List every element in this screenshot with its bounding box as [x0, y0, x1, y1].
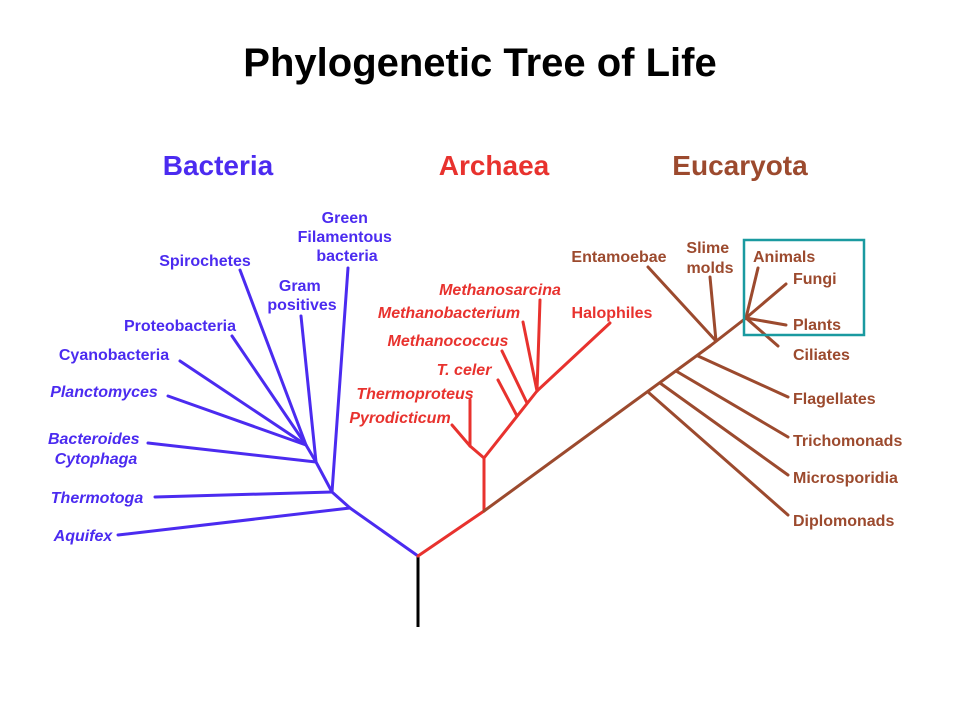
branch-bacteroides	[146, 441, 318, 464]
branch-halophiles	[535, 321, 612, 393]
label-pyrodicticum: Pyrodicticum	[349, 410, 450, 427]
label-plants: Plants	[793, 317, 841, 334]
branch-flagellates	[696, 354, 790, 399]
branch-plants	[744, 316, 788, 327]
label-methanococcus: Methanococcus	[388, 333, 509, 350]
label-green-filamentous-bacteria: Green Filamentous bacteria	[298, 210, 397, 265]
branch-diplomonads	[646, 390, 790, 517]
label-halophiles: Halophiles	[572, 305, 653, 322]
label-t-celer: T. celer	[437, 362, 493, 379]
label-spirochetes: Spirochetes	[159, 253, 251, 270]
label-microsporidia: Microsporidia	[793, 470, 898, 487]
branch-methanosarcina	[535, 298, 542, 393]
label-thermotoga: Thermotoga	[51, 490, 144, 507]
domain-heading-archaea: Archaea	[439, 150, 550, 181]
branch-aquifex	[116, 506, 352, 537]
label-entamoebae: Entamoebae	[571, 249, 666, 266]
label-methanobacterium: Methanobacterium	[378, 305, 520, 322]
branch-fungi	[744, 282, 788, 320]
branch-spirochetes	[238, 268, 308, 447]
domain-heading-bacteria: Bacteria	[163, 150, 274, 181]
branch-entamoebae	[646, 265, 718, 343]
branch-bacteria-inner-1	[330, 490, 352, 510]
label-thermoproteus: Thermoproteus	[356, 386, 473, 403]
archaea-branches	[416, 298, 612, 558]
branch-proteobacteria	[230, 334, 308, 447]
label-diplomonads: Diplomonads	[793, 513, 894, 530]
bacteria-branches	[116, 266, 420, 558]
branch-methanococcus	[500, 349, 529, 405]
label-methanosarcina: Methanosarcina	[439, 282, 561, 299]
domain-heading-eucaryota: Eucaryota	[672, 150, 808, 181]
label-animals: Animals	[753, 249, 815, 266]
label-cyanobacteria: Cyanobacteria	[59, 347, 169, 364]
branch-archaea-split	[468, 444, 486, 460]
bacteria-labels: Green Filamentous bacteria Gram positive…	[48, 210, 397, 545]
branch-green-filamentous	[330, 266, 350, 494]
highlight-box	[742, 238, 866, 337]
label-fungi: Fungi	[793, 271, 837, 288]
label-proteobacteria: Proteobacteria	[124, 318, 236, 335]
label-planctomyces: Planctomyces	[50, 384, 158, 401]
branch-thermotoga	[153, 490, 334, 499]
branch-microsporidia	[658, 381, 790, 477]
branch-animals	[744, 266, 760, 320]
eucaryota-labels: Entamoebae Slime molds Animals Fungi Pla…	[571, 240, 902, 530]
branch-slime-molds	[708, 275, 718, 343]
archaea-labels: Methanosarcina Methanobacterium Halophil…	[349, 282, 652, 427]
label-gram-positives: Gram positives	[267, 278, 336, 314]
branch-eucaryota-stem	[482, 344, 712, 513]
branch-bacteria-inner-2	[314, 460, 334, 494]
branch-cyanobacteria	[178, 359, 308, 447]
label-flagellates: Flagellates	[793, 391, 876, 408]
label-bacteroides-cytophaga: Bacteroides Cytophaga	[48, 431, 144, 468]
branch-archaea-connector	[416, 509, 486, 558]
branch-methanobacterium	[521, 320, 539, 393]
label-slime-molds: Slime molds	[686, 240, 733, 277]
branch-pyrodicticum	[450, 423, 472, 448]
branch-ciliates	[744, 316, 780, 348]
slide-title: Phylogenetic Tree of Life	[243, 41, 717, 85]
label-trichomonads: Trichomonads	[793, 433, 902, 450]
branch-planctomyces	[166, 394, 308, 447]
label-ciliates: Ciliates	[793, 347, 850, 364]
branch-t-celer	[496, 378, 519, 418]
branch-bacteria-stem	[348, 506, 420, 558]
branch-gram-positives	[299, 314, 318, 464]
label-aquifex: Aquifex	[53, 528, 114, 545]
branch-trichomonads	[674, 369, 790, 439]
eucaryota-branches	[482, 265, 790, 517]
